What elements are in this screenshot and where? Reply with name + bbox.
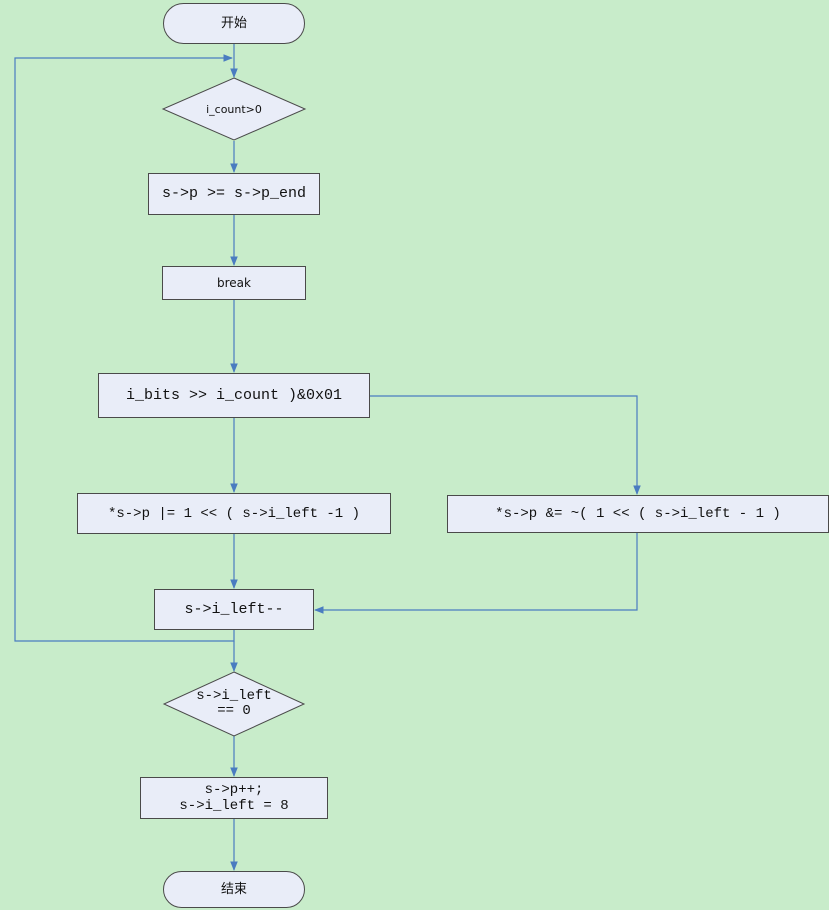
start-terminal: 开始: [163, 3, 305, 44]
dec-left-box: s->i_left--: [154, 589, 314, 630]
connector-loop-back: [14, 54, 235, 642]
dec-left-label: s->i_left--: [184, 600, 284, 618]
check-end-label: s->p >= s->p_end: [161, 185, 307, 202]
test-bit-box: i_bits >> i_count )&0x01: [98, 373, 370, 418]
clear-bit-label: *s->p &= ~( 1 << ( s->i_left - 1 ): [495, 506, 781, 522]
advance-box: s->p++; s->i_left = 8: [140, 777, 328, 819]
connector-test-to-clear: [369, 395, 641, 495]
set-bit-box: *s->p |= 1 << ( s->i_left -1 ): [77, 493, 391, 534]
cond-count-label: i_count>0: [206, 102, 262, 116]
end-terminal: 结束: [163, 871, 305, 908]
test-bit-label: i_bits >> i_count )&0x01: [125, 386, 343, 404]
advance-label: s->p++; s->i_left = 8: [179, 782, 289, 814]
check-end-box: s->p >= s->p_end: [148, 173, 320, 215]
cond-left-label-box: s->i_left == 0: [170, 684, 298, 724]
connector-clear-to-dec: [314, 533, 638, 614]
clear-bit-box: *s->p &= ~( 1 << ( s->i_left - 1 ): [447, 495, 829, 533]
start-label: 开始: [220, 15, 247, 31]
cond-left-diamond: [162, 671, 306, 737]
end-label: 结束: [220, 881, 247, 897]
cond-count-label-box: i_count>0: [175, 96, 293, 122]
break-box: break: [162, 266, 306, 300]
break-label: break: [217, 276, 251, 290]
set-bit-label: *s->p |= 1 << ( s->i_left -1 ): [107, 505, 361, 522]
cond-count-diamond: [161, 77, 307, 141]
cond-left-label: s->i_left == 0: [196, 688, 272, 719]
